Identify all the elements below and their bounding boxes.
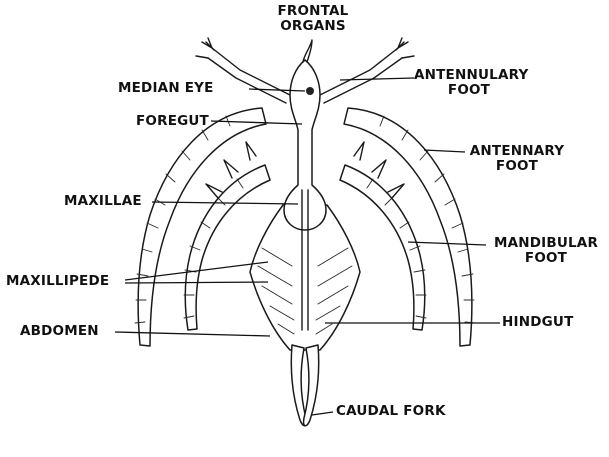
label-antennary-foot-line1: ANTENNARY bbox=[462, 144, 572, 159]
label-caudal-fork: CAUDAL FORK bbox=[336, 404, 446, 419]
label-antennary-foot: ANTENNARY FOOT bbox=[462, 144, 572, 174]
mandibular-foot-left bbox=[184, 165, 270, 330]
label-median-eye: MEDIAN EYE bbox=[118, 81, 214, 96]
leader-caudal-fork bbox=[312, 412, 333, 415]
leader-antennary-foot bbox=[424, 150, 465, 152]
antennulary-foot-right bbox=[320, 38, 414, 103]
label-antennary-foot-line2: FOOT bbox=[462, 159, 572, 174]
label-antennulary-foot-line1: ANTENNULARY bbox=[414, 68, 524, 83]
label-mandibular-foot-line1: MANDIBULAR bbox=[486, 236, 606, 251]
label-frontal-organs-line1: FRONTAL bbox=[268, 4, 358, 19]
mandibular-foot-right bbox=[340, 165, 426, 330]
label-antennulary-foot-line2: FOOT bbox=[414, 83, 524, 98]
label-foregut: FOREGUT bbox=[136, 114, 209, 129]
label-maxillipede: MAXILLIPEDE bbox=[6, 274, 109, 289]
label-mandibular-foot: MANDIBULAR FOOT bbox=[486, 236, 606, 266]
label-hindgut: HINDGUT bbox=[502, 315, 573, 330]
label-frontal-organs-line2: ORGANS bbox=[268, 19, 358, 34]
label-maxillae: MAXILLAE bbox=[64, 194, 142, 209]
label-frontal-organs: FRONTAL ORGANS bbox=[268, 4, 358, 34]
median-eye-shape bbox=[306, 87, 314, 95]
label-mandibular-foot-line2: FOOT bbox=[486, 251, 606, 266]
caudal-fork-shape bbox=[291, 345, 318, 426]
leader-abdomen bbox=[115, 332, 270, 336]
label-abdomen: ABDOMEN bbox=[20, 324, 99, 339]
head-shape bbox=[284, 40, 326, 230]
label-antennulary-foot: ANTENNULARY FOOT bbox=[414, 68, 524, 98]
